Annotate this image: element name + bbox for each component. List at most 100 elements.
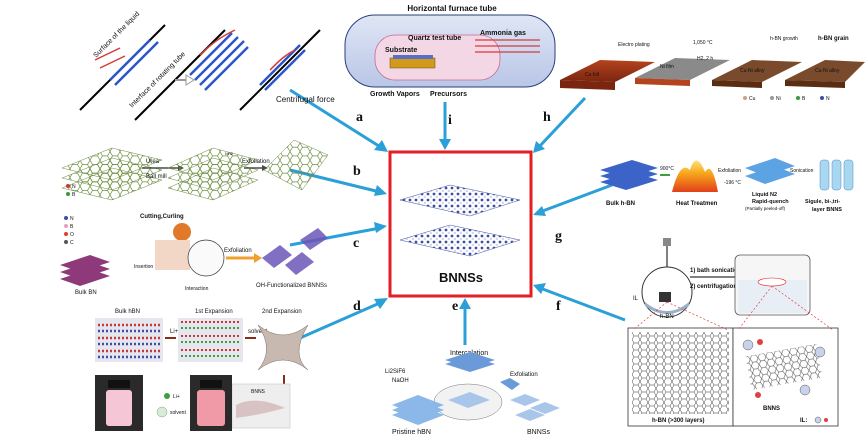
panel-d-exp1-label: 1st Expansion: [195, 309, 233, 315]
panel-i-growth-label: Growth Vapors: [370, 91, 420, 98]
panel-c-legend-n: N: [70, 216, 74, 222]
panel-a: Surface of the liquid Interface of rotat…: [79, 11, 335, 121]
panel-a-force-label: Centrifugal force: [276, 95, 335, 104]
panel-b-legend-n: N: [72, 184, 76, 190]
panel-d: Bulk hBN Li+ 1st Expansion solvent 2nd E…: [95, 309, 309, 431]
letter-d: d: [353, 299, 361, 314]
panel-i-ammonia-label: Ammonia gas: [480, 30, 526, 37]
panel-b-layers-1: [61, 147, 163, 201]
panel-g-temp-label: 900°C: [660, 166, 674, 172]
panel-f-il2-label: IL:: [800, 418, 807, 424]
panel-h-alloy2-label: Cu-Ni alloy: [815, 68, 840, 74]
panel-h-legend-b: B: [802, 96, 806, 102]
panel-g-sonication-label: Sonication: [790, 168, 814, 174]
panel-d-solvent-label: solvent: [248, 329, 267, 335]
panel-f-hbn-label: h-BN: [660, 314, 674, 320]
panel-h-grain-label: h-BN grain: [818, 36, 849, 42]
panel-d-exp2-label: 2nd Expansion: [262, 309, 302, 315]
panel-letters: a b c d e f g h i: [353, 110, 562, 314]
panel-g-peeled: [745, 158, 795, 184]
panel-h-legend-n: N: [826, 96, 830, 102]
letter-g: g: [555, 229, 562, 244]
panel-e-pristine: [392, 395, 444, 425]
panel-h-ni-film-label: Ni film: [660, 64, 674, 70]
panel-c-product-sheets: [262, 228, 328, 275]
panel-e-li2sif6-label: Li2SiF6: [385, 369, 406, 375]
panel-h: Electro plating Cu foil Ni film 1,050 °C…: [560, 36, 865, 102]
panel-g-single2-label: layer BNNS: [812, 207, 842, 213]
panel-g-temp2-label: -196 °C: [724, 180, 741, 186]
letter-e: e: [452, 299, 458, 314]
panel-g-liquid2-label: Rapid-quench: [752, 199, 789, 205]
panel-h-cu-foil-label: Cu foil: [585, 72, 599, 78]
letter-a: a: [356, 110, 363, 125]
panel-e: Intercalation Li2SiF6 NaOH Pristine hBN …: [385, 350, 560, 436]
panel-d-legend-li: Li+: [173, 394, 180, 400]
panel-i-title: Horizontal furnace tube: [407, 4, 497, 13]
panel-g-bulk-label: Bulk h-BN: [606, 201, 635, 207]
panel-f: IL h-BN 1) bath sonication 2) centrifuga…: [627, 238, 839, 427]
panel-h-legend-cu: Cu: [749, 96, 756, 102]
panel-i: Horizontal furnace tube Quartz test tube…: [344, 4, 556, 98]
panel-f-hbn-layers-label: h-BN (>300 layers): [652, 418, 705, 424]
panel-g-single1-label: Sigule, bi-,tri-: [805, 199, 840, 205]
letter-i: i: [448, 113, 452, 128]
panel-f-step1-label: 1) bath sonication: [690, 268, 742, 274]
panel-d-bulk-label: Bulk hBN: [115, 309, 140, 315]
panel-h-electro-label: Electro plating: [618, 42, 650, 48]
panel-c-bulk-bn: [60, 255, 110, 286]
panel-g-liquid3-label: (Partially peeled-off): [745, 206, 786, 211]
panel-f-bnns-label: BNNS: [763, 406, 780, 412]
panel-c-cutting-label: Cutting,Curling: [140, 214, 184, 220]
panel-h-cond-label: 1,050 °C: [693, 40, 713, 46]
panel-c-insertion-label: Insertion: [134, 264, 153, 270]
panel-b-nh2-label: NH2: [225, 151, 234, 156]
panel-h-alloy-label: Cu-Ni alloy: [740, 68, 765, 74]
panel-g: Bulk h-BN 900°C Heat Treatmen Exfoliatio…: [600, 158, 854, 213]
panel-i-substrate-label: Substrate: [385, 47, 417, 54]
panel-e-naoh-label: NaOH: [392, 378, 409, 384]
panel-b-ballmill-label: Ball mill: [146, 174, 167, 180]
panel-f-step2-label: 2) centrifugation: [690, 284, 737, 290]
panel-e-stack-top: [445, 352, 495, 372]
bnns-sheet-bottom: [399, 224, 521, 257]
panel-c-legend-o: O: [70, 232, 74, 238]
panel-c-legend-c: C: [70, 240, 74, 246]
panel-f-il-label: IL: [633, 296, 639, 302]
panel-e-pristine-label: Pristine hBN: [392, 429, 431, 436]
panel-c-interaction-label: Interaction: [185, 286, 209, 292]
bnns-sheet-top: [399, 184, 521, 217]
panel-g-liquid1-label: Liquid N2: [752, 192, 777, 198]
panel-b-legend-b: B: [72, 192, 76, 198]
panel-b-urea-label: Urea: [146, 159, 160, 165]
panel-h-h2-label: H2, 2 h: [697, 56, 713, 62]
panel-e-flakes: [510, 394, 560, 421]
panel-d-li-label: Li+: [170, 329, 179, 335]
panel-g-exfoliation-label: Exfoliation: [718, 168, 741, 174]
letter-f: f: [556, 299, 561, 314]
center-label: BNNSs: [439, 270, 483, 285]
panel-d-bnns-label: BNNS: [251, 389, 266, 395]
panel-d-legend-solvent: solvent: [170, 410, 186, 416]
panel-c-exfoliation-label: Exfoliation: [224, 248, 252, 254]
panel-b-layers-2: [167, 147, 259, 201]
panel-g-heat-label: Heat Treatmen: [676, 201, 718, 207]
letter-c: c: [353, 236, 359, 251]
center-box: BNNSs: [388, 150, 533, 298]
letter-h: h: [543, 110, 551, 125]
panel-h-legend-ni: Ni: [776, 96, 781, 102]
panel-b-exfoliation-label: Exfoliation: [242, 159, 270, 165]
panel-i-quartz-label: Quartz test tube: [408, 35, 461, 42]
panel-i-precursors-label: Precursors: [430, 91, 467, 98]
panel-e-bnns-label: BNNSs: [527, 429, 550, 436]
panel-c-bulk-label: Bulk BN: [75, 290, 97, 296]
panel-g-bulk: [600, 160, 658, 190]
panel-c: N B O C Bulk BN Cutting,Curling Insertio…: [60, 214, 328, 296]
panel-a-surface-label: Surface of the liquid: [92, 11, 141, 60]
panel-c-legend-b: B: [70, 224, 74, 230]
panel-c-product-label: OH-Functionalized BNNSs: [256, 283, 327, 289]
panel-e-exfoliation-label: Exfoliation: [510, 372, 538, 378]
panel-b: Urea Ball mill NH2 Exfoliation N B: [61, 139, 329, 201]
panel-h-growth-label: h-BN growth: [770, 36, 798, 42]
